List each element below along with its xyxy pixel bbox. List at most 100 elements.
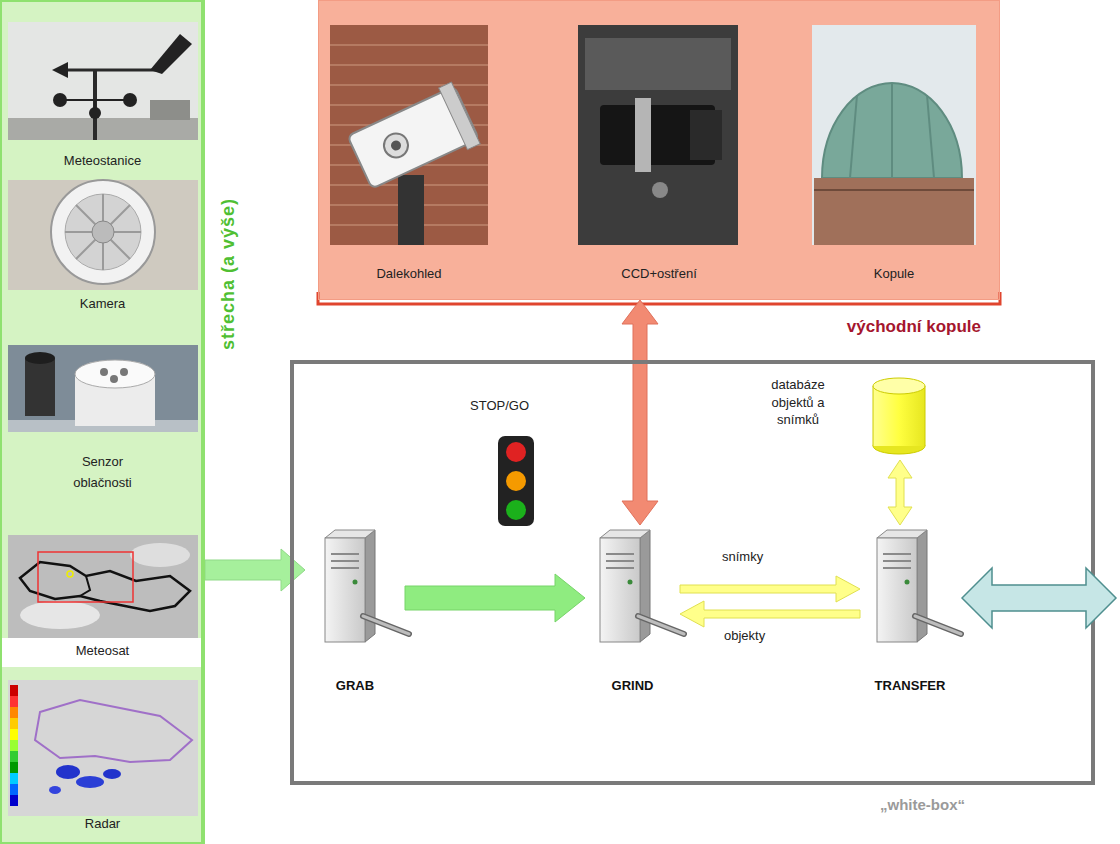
- telescope-photo: [345, 82, 481, 193]
- card-caption: Senzor oblačnosti: [55, 452, 150, 494]
- camera-photo: [76, 205, 130, 259]
- instrument-card: Kopule: [810, 20, 978, 288]
- flow-arrow: [622, 300, 658, 525]
- database-cylinder: [925, 386, 926, 446]
- database-cylinder: [873, 386, 874, 446]
- radar-image: [10, 784, 18, 795]
- satellite-image: [38, 552, 133, 602]
- weather-station-photo: [53, 93, 67, 107]
- database-cylinder: [873, 386, 925, 446]
- satellite-image: [130, 543, 190, 567]
- cloud-sensor-photo: [75, 360, 155, 388]
- radar-image: [10, 696, 18, 707]
- ccd-camera-photo: [578, 25, 738, 245]
- ccd-camera-photo: [690, 110, 722, 160]
- panel-heading: „white-box“: [880, 796, 965, 813]
- telescope-photo: [389, 139, 402, 152]
- radar-image: [76, 776, 104, 788]
- ccd-camera-photo: [652, 182, 668, 198]
- radar-image: [49, 786, 61, 794]
- camera-photo: [76, 205, 130, 259]
- flow-arrow: [680, 601, 860, 627]
- server-node: GRAB: [305, 525, 405, 695]
- dome-photo: [814, 178, 974, 245]
- weather-station-photo: [93, 70, 97, 140]
- camera-photo: [8, 180, 198, 290]
- radar-image: [10, 729, 18, 740]
- cloud-sensor-photo: [8, 345, 198, 432]
- radar-image: [10, 795, 18, 806]
- cloud-sensor-photo: [110, 375, 118, 383]
- dome-photo: [812, 25, 976, 245]
- dome-photo: [814, 189, 974, 191]
- radar-image: [10, 707, 18, 718]
- cloud-sensor-photo: [120, 368, 128, 376]
- database-cylinder: [873, 378, 925, 454]
- radar-image: [8, 680, 198, 816]
- weather-station-photo: [150, 100, 190, 120]
- radar-image: [10, 751, 18, 762]
- dome-panel-ground: [318, 0, 1000, 300]
- telescope-photo: [380, 129, 412, 161]
- telescope-photo: [439, 82, 480, 150]
- telescope-photo: [330, 25, 488, 245]
- cloud-sensor-photo: [100, 368, 108, 376]
- panel-heading: střecha (a výše): [218, 198, 239, 350]
- weather-station-photo: [58, 69, 160, 72]
- satellite-image: [20, 601, 100, 629]
- satellite-image: [20, 562, 190, 611]
- radar-image: [10, 740, 18, 751]
- radar-image: [103, 769, 121, 779]
- camera-photo: [65, 194, 141, 270]
- ccd-camera-photo: [578, 25, 738, 245]
- traffic-light: [498, 436, 534, 526]
- radar-image: [10, 762, 18, 773]
- weather-station-photo: [8, 118, 198, 140]
- server-node: TRANSFER: [860, 525, 960, 695]
- weather-station-photo: [123, 93, 137, 107]
- dome-photo: [850, 83, 934, 178]
- flow-arrow: [405, 574, 585, 622]
- sensor-card: Meteostanice: [5, 18, 200, 175]
- server-label: TRANSFER: [875, 678, 946, 693]
- weather-station-photo: [89, 107, 101, 119]
- traffic-light: [498, 436, 534, 526]
- sensor-card: Meteosat: [5, 535, 200, 665]
- sensor-card: Radar: [5, 678, 200, 838]
- database-cylinder: [873, 378, 925, 394]
- server-icon: [325, 530, 409, 642]
- traffic-light: [506, 500, 526, 520]
- camera-photo: [51, 180, 155, 284]
- satellite-image: [8, 535, 198, 638]
- panel-heading: východní kopule: [847, 317, 981, 337]
- card-caption: Radar: [85, 814, 120, 835]
- sensor-card: Kamera: [5, 178, 200, 318]
- card-caption: Kamera: [80, 294, 126, 315]
- ccd-camera-photo: [585, 38, 731, 90]
- radar-image: [8, 680, 198, 816]
- edge-label: objekty: [724, 628, 765, 643]
- database-node: databáze objektů a snímků: [762, 370, 930, 460]
- external-link-arrow: [962, 568, 1116, 628]
- card-caption: Meteostanice: [64, 151, 141, 172]
- camera-photo: [8, 180, 198, 290]
- server-label: GRAB: [336, 678, 374, 693]
- server-icon: [600, 530, 684, 642]
- edge-label: snímky: [722, 549, 763, 564]
- sensor-card: Senzor oblačnosti: [5, 345, 200, 497]
- card-caption: CCD+ostření: [621, 264, 697, 285]
- instrument-card: CCD+ostření: [576, 20, 742, 288]
- dome-photo: [822, 83, 962, 178]
- server-label: GRIND: [612, 678, 654, 693]
- dome-photo: [812, 25, 976, 245]
- dome-panel: východní kopuleDalekohledCCD+ostřeníKopu…: [318, 0, 1000, 300]
- weather-station-photo: [8, 22, 198, 140]
- edge-label: STOP/GO: [470, 398, 529, 413]
- cloud-sensor-photo: [25, 352, 55, 364]
- card-caption: Meteosat: [76, 641, 129, 662]
- ccd-camera-photo: [635, 98, 651, 172]
- telescope-photo: [398, 175, 424, 245]
- radar-image: [10, 773, 18, 784]
- satellite-image: [80, 576, 90, 596]
